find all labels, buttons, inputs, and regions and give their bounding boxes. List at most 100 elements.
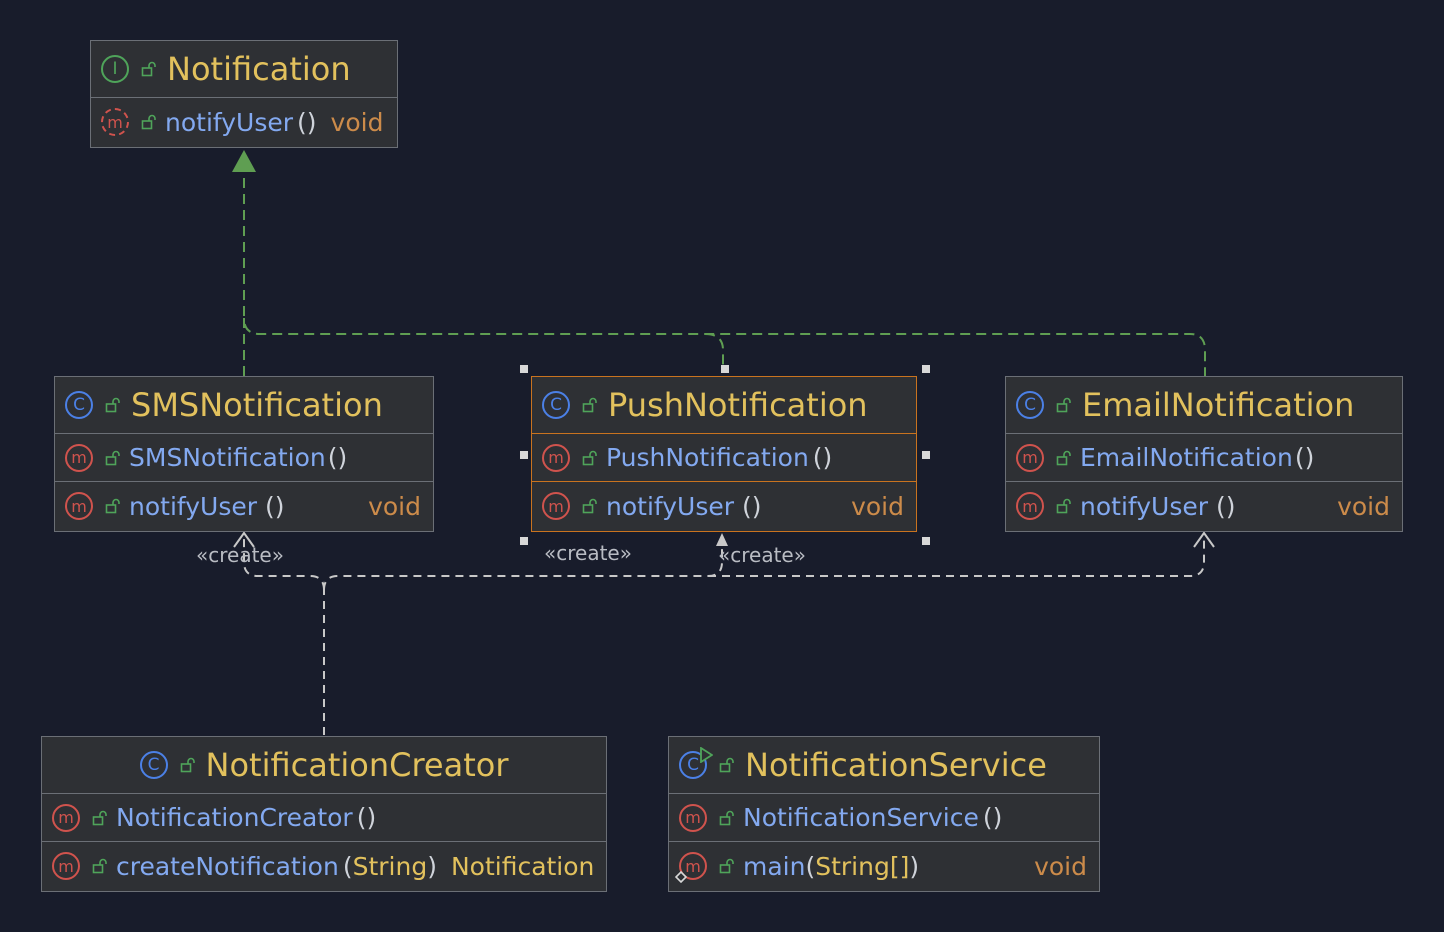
class-header: C NotificationCreator — [42, 737, 606, 794]
class-box-notification[interactable]: I Notification m notifyUser () void — [90, 40, 398, 148]
method-icon: m — [65, 443, 93, 472]
class-name: PushNotification — [608, 386, 868, 424]
method-icon: m — [679, 803, 707, 832]
method-params: () — [297, 107, 317, 137]
method-row[interactable]: m createNotification (String) Notificati… — [42, 842, 606, 890]
method-name: createNotification — [116, 851, 339, 881]
method-icon: m — [542, 492, 570, 520]
class-icon: C — [1016, 391, 1044, 419]
method-param-type: String[] — [815, 851, 910, 881]
public-lock-icon — [141, 61, 156, 77]
create-line-email — [708, 536, 1205, 577]
return-type: void — [368, 491, 421, 521]
method-row[interactable]: m main (String[]) void — [669, 842, 1099, 890]
method-params: () — [1294, 443, 1315, 472]
method-row[interactable]: m NotificationCreator () — [42, 794, 606, 842]
method-row[interactable]: m notifyUser () void — [55, 482, 433, 530]
selection-handle[interactable] — [520, 451, 528, 459]
method-name: EmailNotification — [1080, 443, 1293, 472]
method-row[interactable]: m notifyUser () void — [532, 482, 916, 530]
class-name: NotificationCreator — [205, 746, 509, 784]
class-header: C SMSNotification — [55, 377, 433, 434]
class-box-notification-service[interactable]: C NotificationService m NotificationServ… — [668, 736, 1100, 892]
method-params: () — [356, 803, 377, 832]
class-box-notification-creator[interactable]: C NotificationCreator m NotificationCrea… — [41, 736, 607, 892]
class-box-sms-notification[interactable]: C SMSNotification m SMSNotification () m… — [54, 376, 434, 532]
method-params: () — [812, 443, 833, 472]
selection-handle[interactable] — [922, 451, 930, 459]
method-icon: m — [52, 852, 80, 880]
method-params: () — [982, 803, 1003, 832]
method-params: () — [327, 443, 348, 472]
public-lock-icon — [141, 114, 156, 130]
class-icon: C — [542, 391, 570, 419]
create-line-sms — [243, 536, 325, 591]
realization-line-sms — [243, 317, 1206, 376]
method-row[interactable]: m notifyUser () void — [91, 98, 397, 146]
class-name: EmailNotification — [1082, 386, 1355, 424]
method-icon: m — [65, 492, 93, 520]
method-row[interactable]: m PushNotification () — [532, 434, 916, 482]
class-header: C PushNotification — [532, 377, 916, 434]
method-params: () — [265, 491, 285, 521]
selection-handle[interactable] — [721, 365, 729, 373]
class-header: C EmailNotification — [1006, 377, 1402, 434]
method-name: SMSNotification — [129, 443, 326, 472]
realization-arrowhead — [232, 150, 256, 172]
public-lock-icon — [1056, 397, 1071, 413]
class-icon: C — [139, 751, 168, 779]
method-icon: m — [1016, 492, 1044, 520]
return-type: void — [851, 491, 904, 521]
return-type: void — [1034, 851, 1087, 881]
class-header: I Notification — [91, 41, 397, 98]
method-name: PushNotification — [606, 443, 809, 472]
public-lock-icon — [92, 810, 107, 825]
public-lock-icon — [92, 858, 107, 874]
selection-handle[interactable] — [520, 365, 528, 373]
class-name: NotificationService — [745, 746, 1047, 784]
method-name: notifyUser — [165, 107, 294, 137]
method-icon: m — [52, 803, 80, 832]
class-box-push-notification[interactable]: C PushNotification m PushNotification ()… — [531, 376, 917, 532]
create-line-push — [323, 540, 723, 591]
public-lock-icon — [1056, 450, 1071, 465]
public-lock-icon — [180, 757, 195, 773]
realization-line-push-branch — [704, 333, 724, 368]
method-row[interactable]: m notifyUser () void — [1006, 482, 1402, 530]
method-params: () — [1216, 491, 1236, 521]
create-label-sms: «create» — [196, 543, 284, 567]
static-method-icon: m — [675, 852, 707, 883]
interface-icon: I — [101, 55, 129, 83]
method-row[interactable]: m NotificationService () — [669, 794, 1099, 842]
class-header: C NotificationService — [669, 737, 1099, 794]
method-params: () — [742, 491, 762, 521]
method-icon: m — [542, 443, 570, 472]
runnable-class-icon: C — [679, 747, 713, 779]
method-row[interactable]: m SMSNotification () — [55, 434, 433, 482]
method-param-type: String — [352, 851, 428, 881]
return-type: void — [330, 107, 384, 137]
public-lock-icon — [719, 858, 734, 874]
selection-handle[interactable] — [922, 537, 930, 545]
method-name: notifyUser — [1080, 491, 1209, 521]
public-lock-icon — [582, 498, 597, 514]
method-row[interactable]: m EmailNotification () — [1006, 434, 1402, 482]
public-lock-icon — [105, 450, 120, 465]
public-lock-icon — [582, 450, 597, 465]
method-name: notifyUser — [129, 491, 258, 521]
public-lock-icon — [719, 757, 734, 773]
create-label-push: «create» — [544, 541, 632, 565]
method-name: notifyUser — [606, 491, 735, 521]
create-arrow-sms — [233, 531, 255, 548]
selection-handle[interactable] — [922, 365, 930, 373]
create-label-email: «create» — [718, 543, 806, 567]
create-arrow-email — [1193, 531, 1215, 548]
abstract-method-icon: m — [101, 108, 129, 136]
public-lock-icon — [1056, 498, 1071, 514]
return-type: void — [1337, 491, 1390, 521]
class-icon: C — [65, 391, 93, 419]
selection-handle[interactable] — [520, 537, 528, 545]
class-box-email-notification[interactable]: C EmailNotification m EmailNotification … — [1005, 376, 1403, 532]
method-name: main — [743, 851, 806, 881]
